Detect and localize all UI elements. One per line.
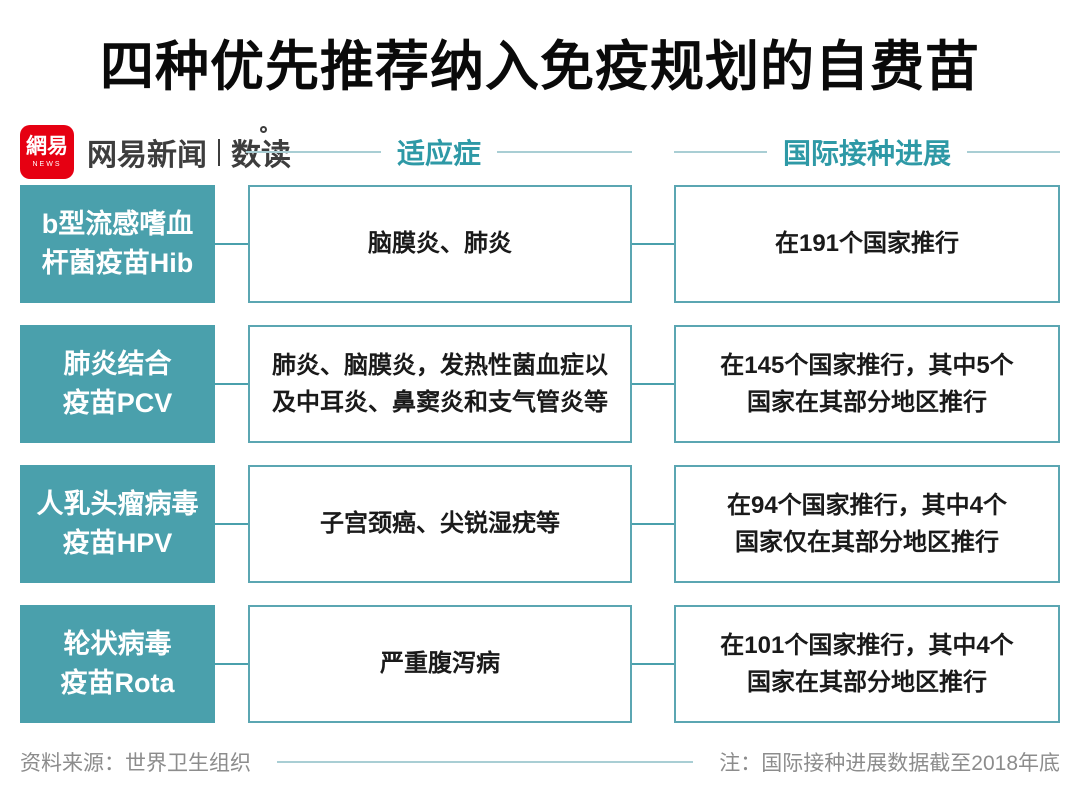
- connector-line: [632, 243, 674, 245]
- column-header-progress: 国际接种进展: [674, 136, 1061, 169]
- footer: 资料来源：世界卫生组织 注：国际接种进展数据截至2018年底: [20, 746, 1060, 778]
- footer-note-label: 注：国际接种进展数据截至2018年底: [719, 752, 1060, 775]
- indication-cell: 肺炎、脑膜炎，发热性菌血症以 及中耳炎、鼻窦炎和支气管炎等: [248, 325, 632, 443]
- footer-divider-line: [277, 761, 694, 763]
- vaccine-name-cell: 肺炎结合 疫苗PCV: [20, 325, 215, 443]
- table-row: 肺炎结合 疫苗PCV 肺炎、脑膜炎，发热性菌血症以 及中耳炎、鼻窦炎和支气管炎等…: [0, 325, 1080, 443]
- vaccine-name-cell: b型流感嗜血 杆菌疫苗Hib: [20, 185, 215, 303]
- column-header-indications-label: 适应症: [397, 138, 482, 169]
- netease-logo-cn-label: 網易: [26, 135, 68, 159]
- netease-logo-news-label: NEWS: [32, 160, 62, 168]
- connector-line: [632, 663, 674, 665]
- brand-divider: [218, 138, 220, 166]
- vaccine-name-cell: 轮状病毒 疫苗Rota: [20, 605, 215, 723]
- connector-line: [215, 243, 248, 245]
- table-row: b型流感嗜血 杆菌疫苗Hib 脑膜炎、肺炎 在191个国家推行: [0, 185, 1080, 303]
- header-line-right: [497, 151, 633, 153]
- column-header-progress-label: 国际接种进展: [783, 138, 952, 169]
- indication-cell: 严重腹泻病: [248, 605, 632, 723]
- progress-cell: 在94个国家推行，其中4个 国家仅在其部分地区推行: [674, 465, 1060, 583]
- column-header-indications: 适应症: [246, 136, 633, 169]
- connector-line: [215, 663, 248, 665]
- brand-name-label: 网易新闻: [87, 139, 207, 172]
- vaccine-name-cell: 人乳头瘤病毒 疫苗HPV: [20, 465, 215, 583]
- brand-sub-name-label: 数读: [231, 139, 291, 172]
- connector-line: [632, 523, 674, 525]
- header-line-left: [674, 151, 767, 153]
- brand-wordmark: 网易新闻 数读: [87, 126, 291, 174]
- progress-cell: 在191个国家推行: [674, 185, 1060, 303]
- table-row: 轮状病毒 疫苗Rota 严重腹泻病 在101个国家推行，其中4个 国家在其部分地…: [0, 605, 1080, 723]
- connector-line: [215, 523, 248, 525]
- table-row: 人乳头瘤病毒 疫苗HPV 子宫颈癌、尖锐湿疣等 在94个国家推行，其中4个 国家…: [0, 465, 1080, 583]
- page-title: 四种优先推荐纳入免疫规划的自费苗: [100, 37, 980, 97]
- indication-cell: 脑膜炎、肺炎: [248, 185, 632, 303]
- indication-cell: 子宫颈癌、尖锐湿疣等: [248, 465, 632, 583]
- header-line-left: [246, 151, 381, 153]
- brand-logo: 網易 NEWS 网易新闻 数读: [20, 124, 291, 180]
- netease-logo-icon: 網易 NEWS: [20, 125, 74, 179]
- connector-line: [632, 383, 674, 385]
- connector-line: [215, 383, 248, 385]
- progress-cell: 在145个国家推行，其中5个 国家在其部分地区推行: [674, 325, 1060, 443]
- data-source-label: 资料来源：世界卫生组织: [20, 752, 251, 775]
- magnifier-icon: [260, 126, 267, 133]
- progress-cell: 在101个国家推行，其中4个 国家在其部分地区推行: [674, 605, 1060, 723]
- header-line-right: [967, 151, 1061, 153]
